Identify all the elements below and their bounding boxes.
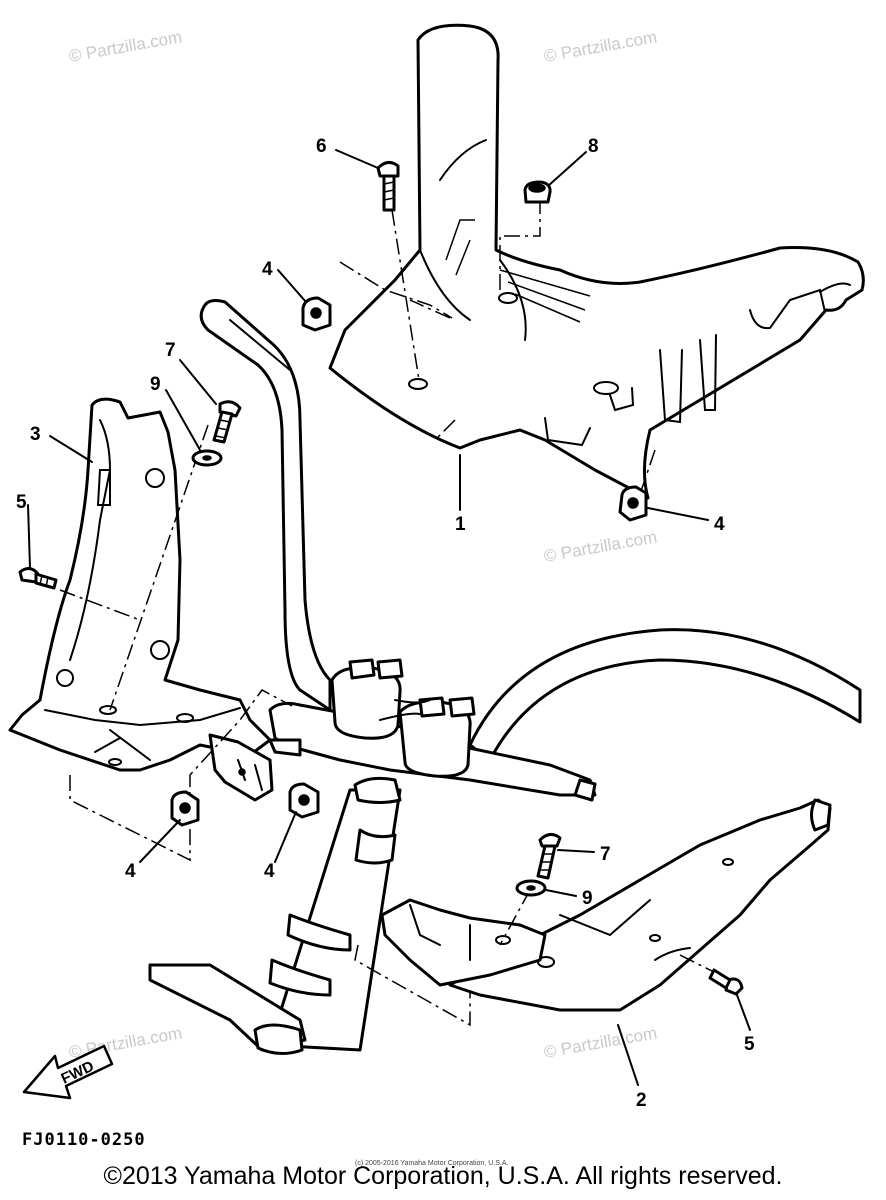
washer-9-left	[191, 449, 223, 467]
callout-1: 1	[455, 514, 466, 535]
screw-5-right	[708, 968, 744, 996]
callout-labels: 6 8 4 7 9 3 5 1 4 4 4 7 9 5 2	[16, 136, 755, 1111]
copyright-notice: ©2013 Yamaha Motor Corporation, U.S.A. A…	[103, 1162, 783, 1190]
callout-5: 5	[16, 492, 27, 513]
screw-7-right	[536, 833, 562, 880]
callout-3: 3	[30, 424, 41, 445]
callout-4: 4	[714, 514, 725, 535]
callout-5: 5	[744, 1034, 755, 1055]
callout-6: 6	[316, 136, 327, 157]
callout-4: 4	[125, 861, 136, 882]
callout-4: 4	[264, 861, 275, 882]
callout-7: 7	[165, 340, 176, 361]
screw-6	[376, 161, 400, 212]
steering-stem	[148, 658, 597, 1055]
front-cover-part-1	[328, 23, 865, 500]
guide-lines	[59, 198, 721, 1027]
callout-4: 4	[262, 259, 273, 280]
fasteners	[18, 161, 744, 996]
callout-9: 9	[150, 374, 161, 395]
watermark: © Partzilla.com	[542, 527, 658, 566]
nut-8	[523, 180, 552, 204]
screw-5-left	[18, 567, 58, 590]
side-panel-part-3	[8, 397, 272, 772]
small-copyright: (c) 2005-2016 Yamaha Motor Corporation, …	[355, 1160, 509, 1167]
nut-4-mid-low	[288, 782, 320, 819]
callout-7: 7	[600, 844, 611, 865]
washer-9-right	[515, 879, 547, 897]
watermark: © Partzilla.com	[542, 27, 658, 66]
callout-8: 8	[588, 136, 599, 157]
nut-4-top	[301, 296, 332, 332]
screw-7-left	[212, 400, 242, 444]
fwd-arrow-icon: FWD	[22, 1044, 114, 1100]
left-bracket	[208, 733, 274, 802]
side-panel-part-2	[380, 798, 832, 1012]
watermark: © Partzilla.com	[542, 1023, 658, 1062]
callout-2: 2	[636, 1090, 647, 1111]
watermark: © Partzilla.com	[67, 27, 183, 66]
handlebar	[199, 299, 862, 762]
nut-4-right	[618, 485, 648, 522]
callout-9: 9	[582, 888, 593, 909]
diagram-code: FJ0110-0250	[22, 1130, 146, 1150]
leader-lines	[27, 149, 751, 1086]
nut-4-left-low	[170, 790, 200, 827]
